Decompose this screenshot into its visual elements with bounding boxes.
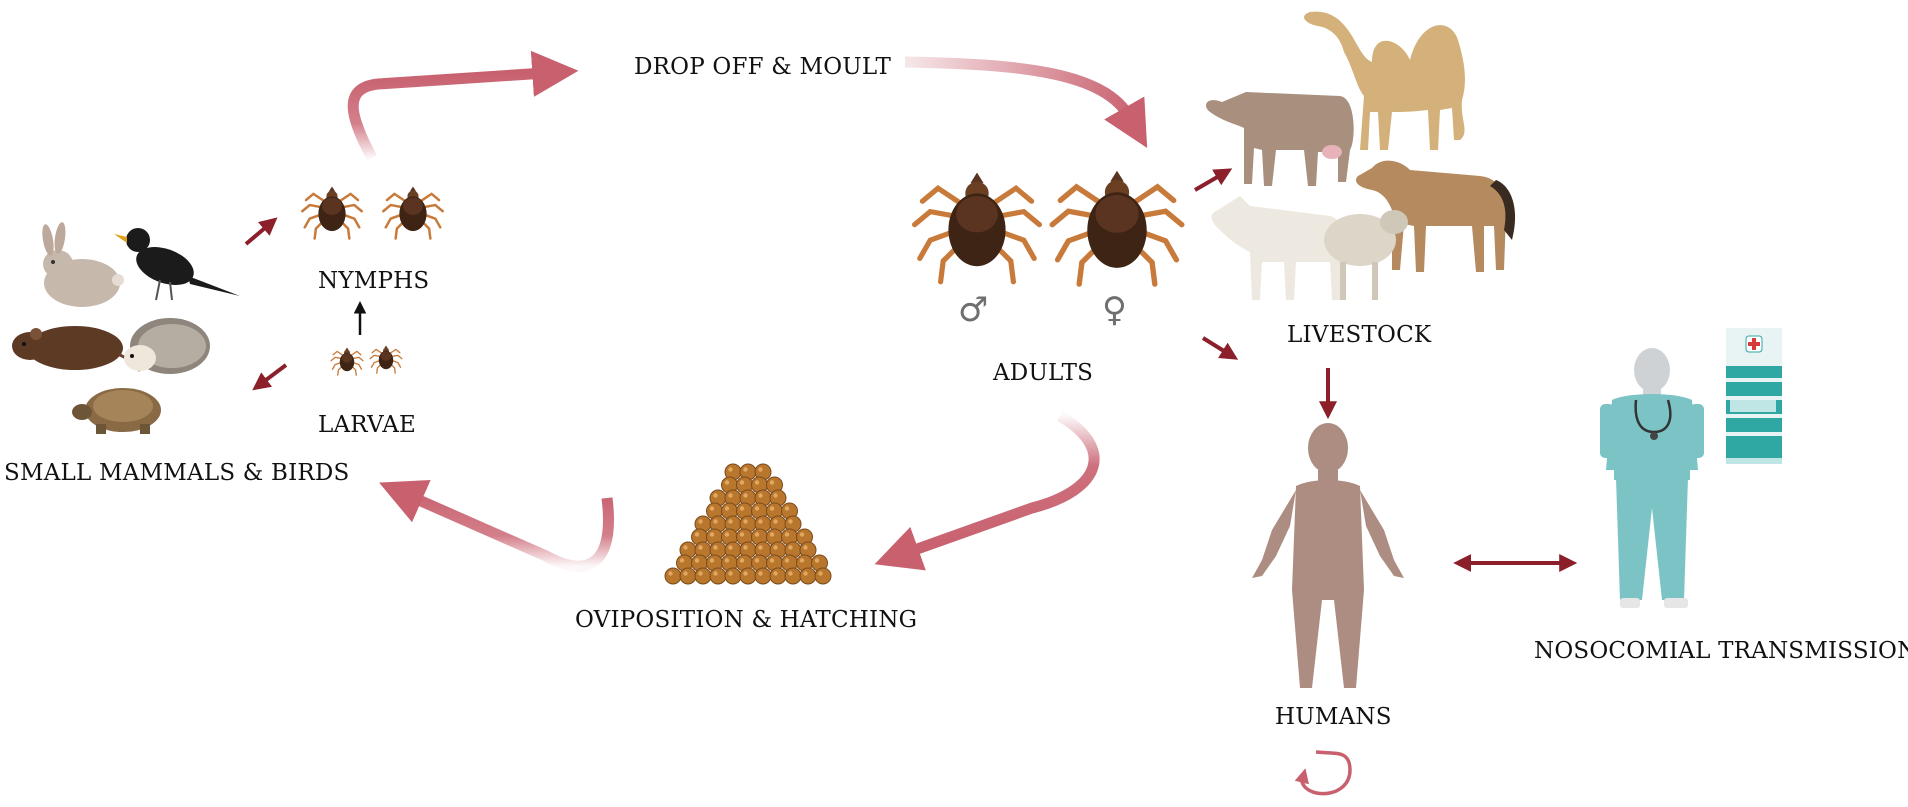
humans-label: HUMANS bbox=[1275, 704, 1392, 730]
livestock-label: LIVESTOCK bbox=[1287, 322, 1432, 348]
arrow-hatching-to-small-hosts bbox=[379, 480, 614, 572]
blackbird-icon bbox=[114, 228, 240, 301]
arrow-drop-off-to-adults bbox=[904, 56, 1148, 149]
adult-female-tick-icon bbox=[1052, 171, 1182, 284]
hedgehog-icon bbox=[124, 318, 210, 374]
nymphs-label: NYMPHS bbox=[318, 268, 430, 294]
arrow-human-to-human bbox=[1294, 750, 1352, 796]
cycle-arrows bbox=[347, 50, 1148, 572]
tortoise-icon bbox=[72, 388, 161, 434]
sheep-icon bbox=[1324, 210, 1408, 300]
adults-label: ADULTS bbox=[993, 360, 1094, 386]
healthcare-worker-icon bbox=[1600, 348, 1704, 608]
larva-tick-icon bbox=[330, 346, 364, 376]
human-silhouette-icon bbox=[1252, 423, 1404, 688]
arrow-nymphs-to-drop-off bbox=[347, 50, 579, 161]
arrow-adults-to-eggs bbox=[874, 411, 1100, 571]
transmission-arrows bbox=[244, 168, 1578, 796]
cow-icon bbox=[1206, 92, 1354, 186]
arrow-to-nymphs bbox=[244, 217, 278, 246]
male-symbol: ♂ bbox=[958, 290, 989, 330]
rabbit-icon bbox=[42, 222, 124, 307]
nymph-tick-icon bbox=[381, 185, 445, 240]
larva-tick-icon bbox=[369, 344, 403, 374]
adult-male-tick-icon bbox=[915, 173, 1040, 282]
oviposition-hatching-label: OVIPOSITION & HATCHING bbox=[575, 607, 918, 633]
larvae-label: LARVAE bbox=[318, 412, 417, 438]
tick-eggs-icon bbox=[664, 463, 832, 585]
rat-icon bbox=[12, 326, 145, 372]
arrow-to-small-hosts bbox=[252, 363, 288, 391]
camel-icon bbox=[1304, 11, 1465, 150]
nosocomial-transmission-label: NOSOCOMIAL TRANSMISSION bbox=[1534, 638, 1908, 664]
drop-off-moult-label: DROP OFF & MOULT bbox=[634, 54, 891, 80]
hospital-building-icon bbox=[1726, 328, 1782, 464]
arrow-adults-to-livestock bbox=[1193, 168, 1233, 192]
nymph-tick-icon bbox=[300, 185, 364, 240]
arrow-adults-to-humans bbox=[1201, 336, 1239, 360]
female-symbol: ♀ bbox=[1102, 290, 1127, 330]
goat-icon bbox=[1211, 196, 1346, 300]
small-mammals-birds-label: SMALL MAMMALS & BIRDS bbox=[4, 460, 350, 486]
